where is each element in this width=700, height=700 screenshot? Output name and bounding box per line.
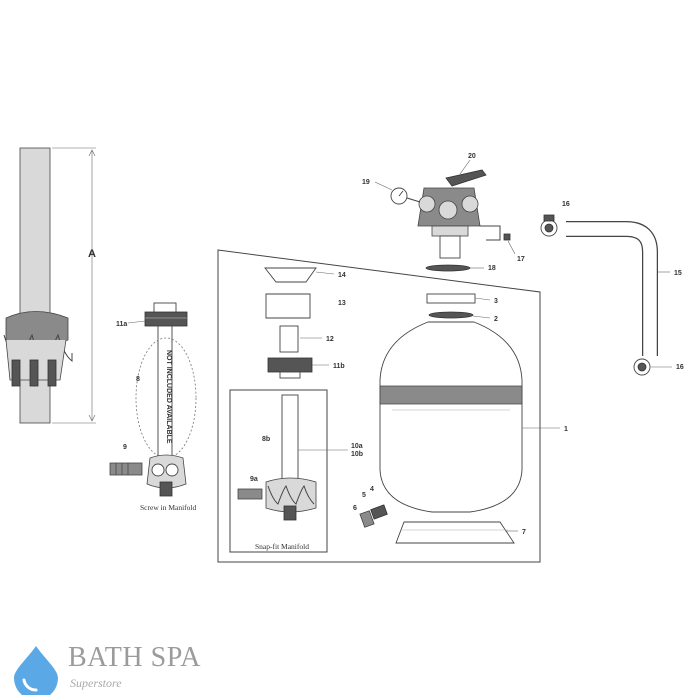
- part-9: 9: [123, 444, 127, 451]
- part-16-top: 16: [562, 201, 570, 208]
- part-15: 15: [674, 270, 682, 277]
- part-20: 20: [468, 153, 476, 160]
- part-6: 6: [353, 505, 357, 512]
- part-2: 2: [494, 316, 498, 323]
- part-11b: 11b: [333, 363, 345, 370]
- part-1: 1: [564, 426, 568, 433]
- part-12: 12: [326, 336, 334, 343]
- brand-logo: [14, 646, 58, 695]
- filter-frame: [217, 249, 541, 563]
- snap-fit-caption: Snap-fit Manifold: [255, 542, 309, 551]
- part-13: 13: [338, 300, 346, 307]
- standpipe-assembly: A: [3, 147, 96, 424]
- part-9a: 9a: [250, 476, 258, 483]
- part-17: 17: [517, 256, 525, 263]
- part-8b: 8b: [262, 436, 270, 443]
- brand-tagline: Superstore: [70, 676, 122, 690]
- snap-fit-manifold: Snap-fit Manifold 14 13 12 11b 8b 9a 10a…: [229, 267, 363, 553]
- screw-in-caption: Screw in Manifold: [140, 503, 196, 512]
- screw-in-manifold: NOT INCLUDED AVAILABLE Screw in Manifold…: [109, 302, 196, 512]
- part-11a: 11a: [116, 321, 127, 328]
- part-3: 3: [494, 298, 498, 305]
- part-10b: 10b: [351, 451, 363, 458]
- lateral-note-text: NOT INCLUDED AVAILABLE: [165, 350, 172, 444]
- part-8: 8: [136, 376, 140, 383]
- part-14: 14: [338, 272, 346, 279]
- multiport-valve: 20 19 17 18: [362, 153, 525, 272]
- part-18: 18: [488, 265, 496, 272]
- filter-tank: 3 2 1 4 5 6 7: [353, 293, 568, 544]
- brand-name: BATH SPA: [68, 642, 201, 673]
- hose-assembly: 16 15 16: [540, 201, 684, 376]
- water-drop-icon: [14, 646, 58, 695]
- part-7: 7: [522, 529, 526, 536]
- part-4: 4: [370, 486, 374, 493]
- part-16-bottom: 16: [676, 364, 684, 371]
- part-5: 5: [362, 492, 366, 499]
- part-10a: 10a: [351, 443, 363, 450]
- dimension-a-label: A: [88, 248, 96, 260]
- part-19: 19: [362, 179, 370, 186]
